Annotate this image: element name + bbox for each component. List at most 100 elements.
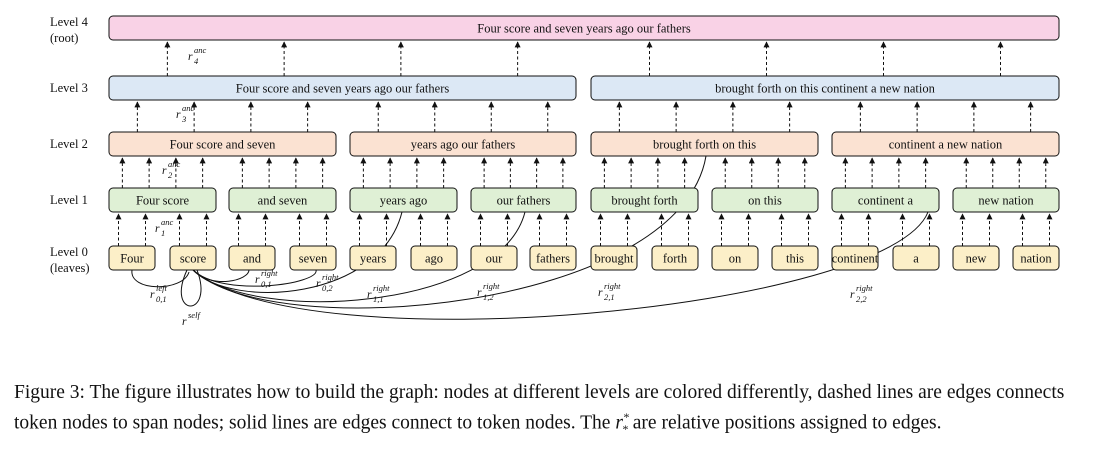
- edge-label-sub: 1,2: [483, 292, 494, 302]
- node-level2: brought forth on this: [590, 131, 819, 157]
- node-box: [349, 245, 397, 271]
- edge-label-sub: 2,2: [856, 294, 867, 304]
- node-level3: Four score and seven years ago our fathe…: [108, 75, 577, 101]
- node-label: and: [243, 252, 262, 266]
- node-level0: seven: [289, 245, 337, 271]
- node-label: on this: [748, 194, 782, 208]
- node-box: [228, 187, 337, 213]
- edge-label-sub: 2: [168, 170, 173, 180]
- node-level0: forth: [651, 245, 699, 271]
- node-level0: nation: [1012, 245, 1060, 271]
- edge-label-sup: left: [156, 283, 167, 293]
- node-level0: a: [892, 245, 940, 271]
- edge-label-sup: right: [856, 283, 873, 293]
- node-label: brought: [595, 252, 634, 266]
- edge-label-sup: anc: [161, 217, 174, 227]
- edge-label-base: r: [477, 287, 482, 299]
- node-level0: our: [470, 245, 518, 271]
- edge-label-base: r: [150, 289, 155, 301]
- edge-label-sup: right: [322, 272, 339, 282]
- figure-caption: Figure 3: The figure illustrates how to …: [14, 380, 1092, 442]
- edge-label-sup: anc: [194, 45, 207, 55]
- node-box: [651, 245, 699, 271]
- node-box: [529, 245, 577, 271]
- node-level1: years ago: [349, 187, 458, 213]
- edge-label-sup: right: [483, 281, 500, 291]
- node-level0: years: [349, 245, 397, 271]
- node-label: on: [729, 252, 742, 266]
- node-label: new nation: [978, 194, 1034, 208]
- edge-label-sub: 0,1: [156, 294, 167, 304]
- node-box: [1012, 245, 1060, 271]
- node-level0: brought: [590, 245, 638, 271]
- node-box: [289, 245, 337, 271]
- edge-label-base: r: [598, 287, 603, 299]
- edge-label-sub: 2,1: [604, 292, 615, 302]
- node-box: [831, 131, 1060, 157]
- level-sublabel: (root): [50, 31, 78, 45]
- node-box: [108, 15, 1060, 41]
- node-label: years ago: [380, 194, 428, 208]
- node-label: nation: [1020, 252, 1052, 266]
- level-label: Level 2: [50, 137, 88, 151]
- edge-label-base: r: [255, 274, 260, 286]
- node-level0: ago: [410, 245, 458, 271]
- node-label: continent a: [858, 194, 914, 208]
- node-box: [349, 187, 458, 213]
- node-label: ago: [425, 252, 443, 266]
- node-box: [831, 245, 879, 271]
- node-box: [470, 187, 577, 213]
- level-label: Level 4: [50, 15, 89, 29]
- node-level0: and: [228, 245, 276, 271]
- node-level2: Four score and seven: [108, 131, 337, 157]
- edge-label-sub: 1,1: [373, 294, 384, 304]
- node-box: [952, 187, 1060, 213]
- node-label: continent: [832, 252, 879, 266]
- graph-diagram: Four score and seven years ago our fathe…: [50, 15, 1060, 328]
- node-label: score: [180, 252, 207, 266]
- node-label: continent a new nation: [889, 138, 1003, 152]
- node-box: [169, 245, 217, 271]
- edge-label-base: r: [188, 51, 193, 63]
- edge-label-sub: 0,2: [322, 283, 333, 293]
- node-box: [590, 245, 638, 271]
- node-box: [108, 131, 337, 157]
- node-label: forth: [663, 252, 688, 266]
- edge-label-base: r: [155, 223, 160, 235]
- node-label: brought forth on this: [653, 138, 756, 152]
- solid-edge: [192, 269, 317, 287]
- node-label: years: [360, 252, 387, 266]
- node-label: and seven: [258, 194, 308, 208]
- edge-label-sub: 0,1: [261, 279, 272, 289]
- node-label: this: [786, 252, 804, 266]
- node-level3: brought forth on this continent a new na…: [590, 75, 1060, 101]
- edge-label-sup: self: [188, 310, 201, 320]
- node-label: a: [913, 252, 919, 266]
- solid-edge: [192, 211, 929, 320]
- solid-edge: [131, 269, 190, 288]
- level-label: Level 0: [50, 245, 88, 259]
- node-box: [952, 245, 1000, 271]
- node-box: [711, 245, 759, 271]
- node-box: [108, 75, 577, 101]
- node-label: new: [966, 252, 987, 266]
- edge-label-sub: 1: [161, 228, 165, 238]
- edge-label-sup: right: [604, 281, 621, 291]
- node-box: [831, 187, 940, 213]
- node-box: [771, 245, 819, 271]
- node-label: Four: [120, 252, 144, 266]
- caption-symbol-sup: *: [622, 410, 629, 424]
- node-box: [892, 245, 940, 271]
- edge-label-base: r: [316, 278, 321, 290]
- node-label: Four score: [136, 194, 190, 208]
- node-level1: Four score: [108, 187, 217, 213]
- edge-label-sub: 3: [181, 114, 186, 124]
- node-label: seven: [299, 252, 328, 266]
